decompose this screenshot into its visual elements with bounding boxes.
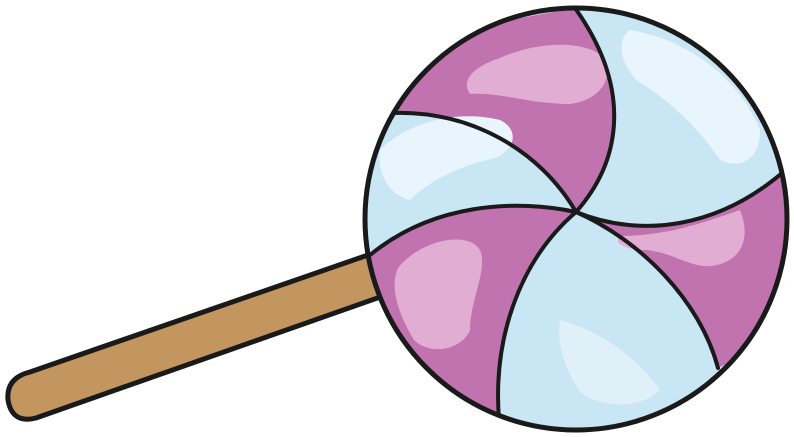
lollipop-stick [5, 252, 386, 422]
pink-petal-right-highlight [617, 210, 745, 267]
blue-highlight-lower [559, 320, 660, 405]
pink-petal-left-highlight [394, 239, 483, 350]
blue-highlight-upper-right [621, 30, 760, 164]
pink-petal-top-highlight [466, 44, 608, 104]
blue-highlight-upper-left [379, 116, 513, 200]
lollipop-candy [362, 5, 790, 433]
pink-petal-right [576, 166, 787, 368]
